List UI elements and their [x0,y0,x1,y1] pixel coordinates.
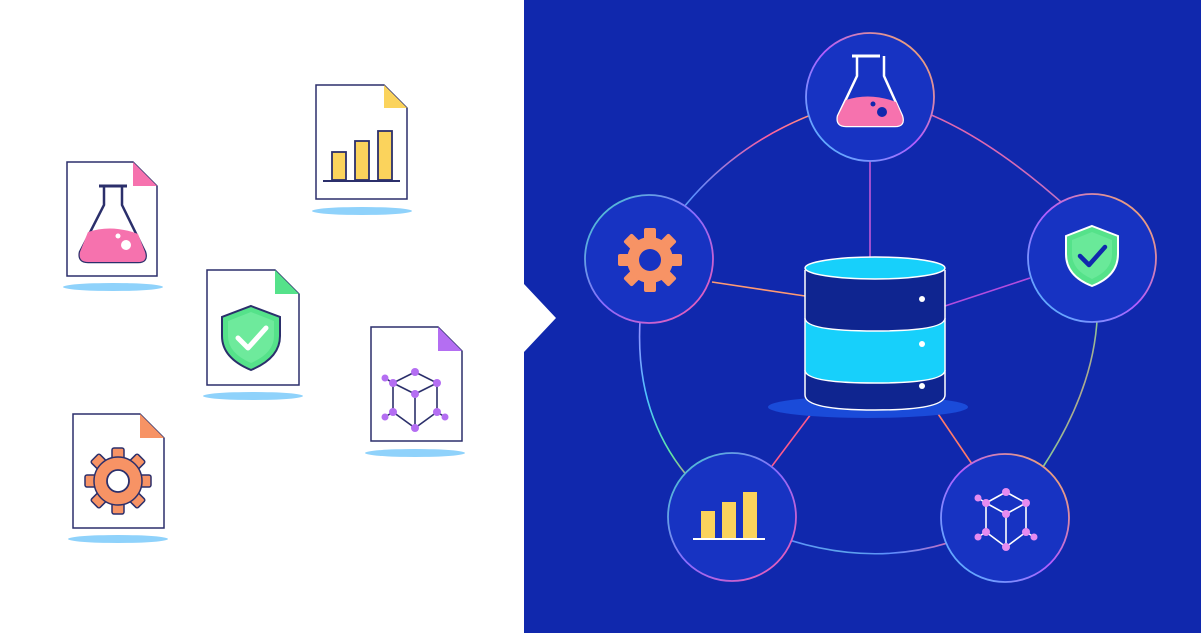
bar-chart-node [667,452,797,582]
cube-document-icon [365,326,465,457]
bar-chart-document-icon [312,84,412,215]
gear-document-icon [68,413,168,543]
cube-network-icon [974,488,1038,551]
hub-panel [524,0,1201,633]
cube-node [940,453,1070,583]
flask-node [805,32,935,162]
gear-icon [618,228,682,292]
gear-node [584,194,714,324]
flask-document-icon [63,161,163,291]
flask-icon [836,54,904,128]
shield-document-icon [203,269,303,400]
shield-check-icon [1065,224,1119,288]
document-pile [63,84,465,543]
database-icon [768,256,968,418]
bar-chart-icon [693,492,765,540]
shield-node [1027,193,1157,323]
